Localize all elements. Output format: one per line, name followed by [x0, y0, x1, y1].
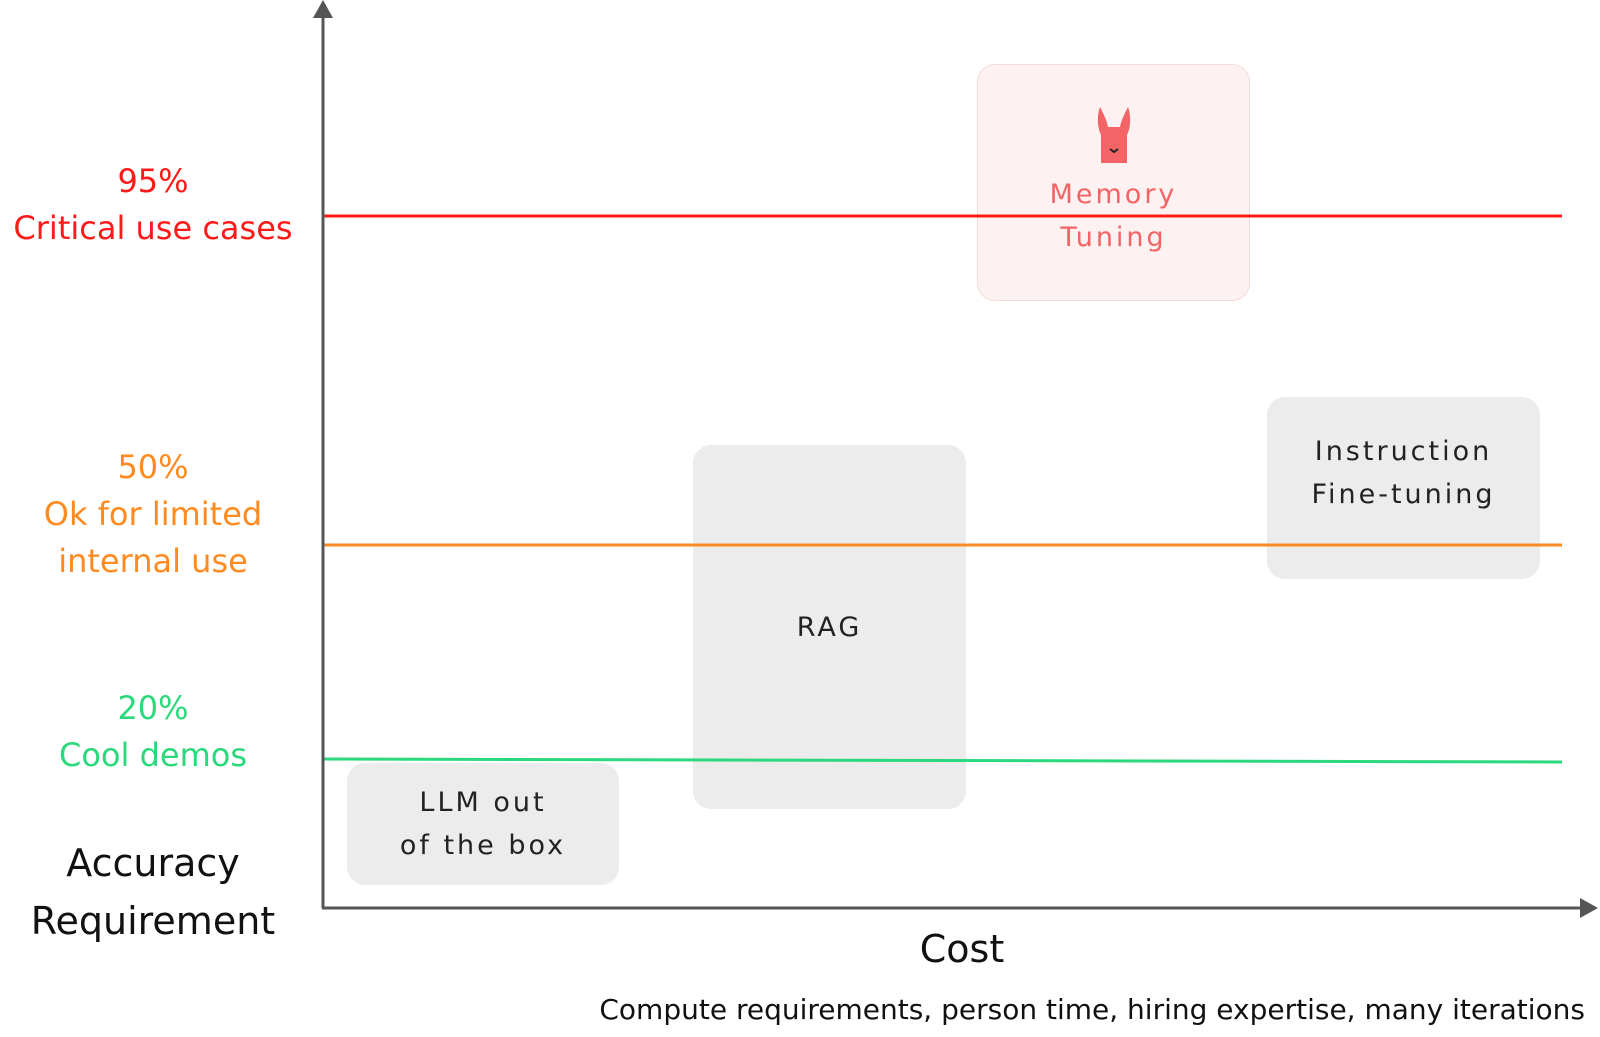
x-axis-title: Cost [919, 927, 1005, 971]
y-axis-title: Accuracy Requirement [3, 834, 303, 950]
level-20-label: 20% Cool demos [3, 685, 303, 779]
rag-box: RAG [693, 445, 966, 809]
level-20-text: Cool demos [59, 736, 247, 774]
level-95-label: 95% Critical use cases [3, 158, 303, 252]
x-axis-arrowhead [1580, 898, 1598, 918]
level-95-percent: 95% [117, 162, 189, 200]
llm-box-line-1: LLM out [419, 787, 547, 818]
x-axis-subtitle: Compute requirements, person time, hirin… [599, 993, 1585, 1026]
y-axis-arrowhead [313, 0, 333, 18]
level-50-text-2: internal use [58, 542, 248, 580]
y-axis-title-line-2: Requirement [30, 899, 276, 943]
level-50-text-1: Ok for limited [43, 495, 263, 533]
rag-box-label: RAG [796, 611, 863, 643]
level-20-percent: 20% [117, 689, 189, 727]
level-50-percent: 50% [117, 448, 189, 486]
level-50-label: 50% Ok for limited internal use [3, 444, 303, 585]
llama-icon [1097, 107, 1130, 163]
llm-box-line-2: of the box [399, 830, 567, 861]
memory-tuning-box: Memory Tuning [977, 64, 1250, 301]
instruction-box-line-1: Instruction [1314, 436, 1493, 467]
memory-box-line-2: Tuning [1060, 222, 1167, 253]
level-95-text: Critical use cases [13, 209, 293, 247]
instruction-box-line-2: Fine-tuning [1311, 479, 1496, 510]
y-axis-title-line-1: Accuracy [66, 841, 240, 885]
llm-out-of-the-box-box: LLM out of the box [347, 763, 619, 885]
instruction-fine-tuning-box: Instruction Fine-tuning [1267, 397, 1540, 579]
line-20-demos [322, 757, 1563, 764]
memory-box-line-1: Memory [1049, 179, 1178, 210]
